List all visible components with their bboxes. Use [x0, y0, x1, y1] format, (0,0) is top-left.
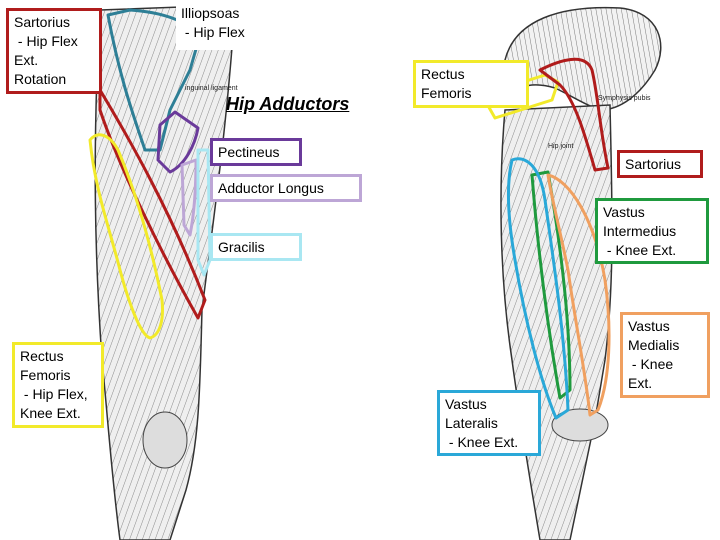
pectineus-label: Pectineus: [210, 138, 302, 166]
sartorius-outline-left: [98, 88, 207, 320]
adductor-longus-outline: [180, 158, 198, 237]
left-knee-cap: [142, 411, 188, 469]
vastus-lateralis-outline: [506, 157, 570, 420]
left-thigh-drawing: inguinal ligament: [94, 4, 238, 540]
vastus-intermedius-outline: [530, 170, 572, 400]
rectus-femoris-outline-right: [480, 73, 560, 120]
iliopsoas-label: Illiopsoas - Hip Flex: [176, 2, 266, 50]
rectus-femoris-label-right: Rectus Femoris: [413, 60, 529, 108]
sartorius-outline-right: [538, 57, 610, 172]
rectus-femoris-label-left: Rectus Femoris - Hip Flex, Knee Ext.: [12, 342, 104, 428]
hip-adductors-heading: Hip Adductors: [226, 94, 350, 114]
vastus-medialis-outline: [546, 173, 611, 417]
inguinal-ligament-text: inguinal ligament: [185, 85, 238, 92]
right-knee-joint: [551, 408, 609, 442]
vastus-medialis-label: Vastus Medialis - Knee Ext.: [620, 312, 710, 398]
adductor-longus-label: Adductor Longus: [210, 174, 362, 202]
vastus-lateralis-label: Vastus Lateralis - Knee Ext.: [437, 390, 541, 456]
gracilis-label: Gracilis: [210, 233, 302, 261]
pectineus-outline: [156, 110, 200, 174]
vastus-intermedius-label: Vastus Intermedius - Knee Ext.: [595, 198, 709, 264]
sartorius-label-right: Sartorius: [617, 150, 703, 178]
hip-joint-text: Hip joint: [548, 143, 573, 150]
rectus-femoris-outline-left: [88, 133, 164, 340]
symphysis-pubis-text: Symphysis pubis: [598, 95, 651, 102]
gracilis-outline: [196, 148, 212, 277]
sartorius-label-left: Sartorius - Hip Flex Ext. Rotation: [6, 8, 102, 94]
